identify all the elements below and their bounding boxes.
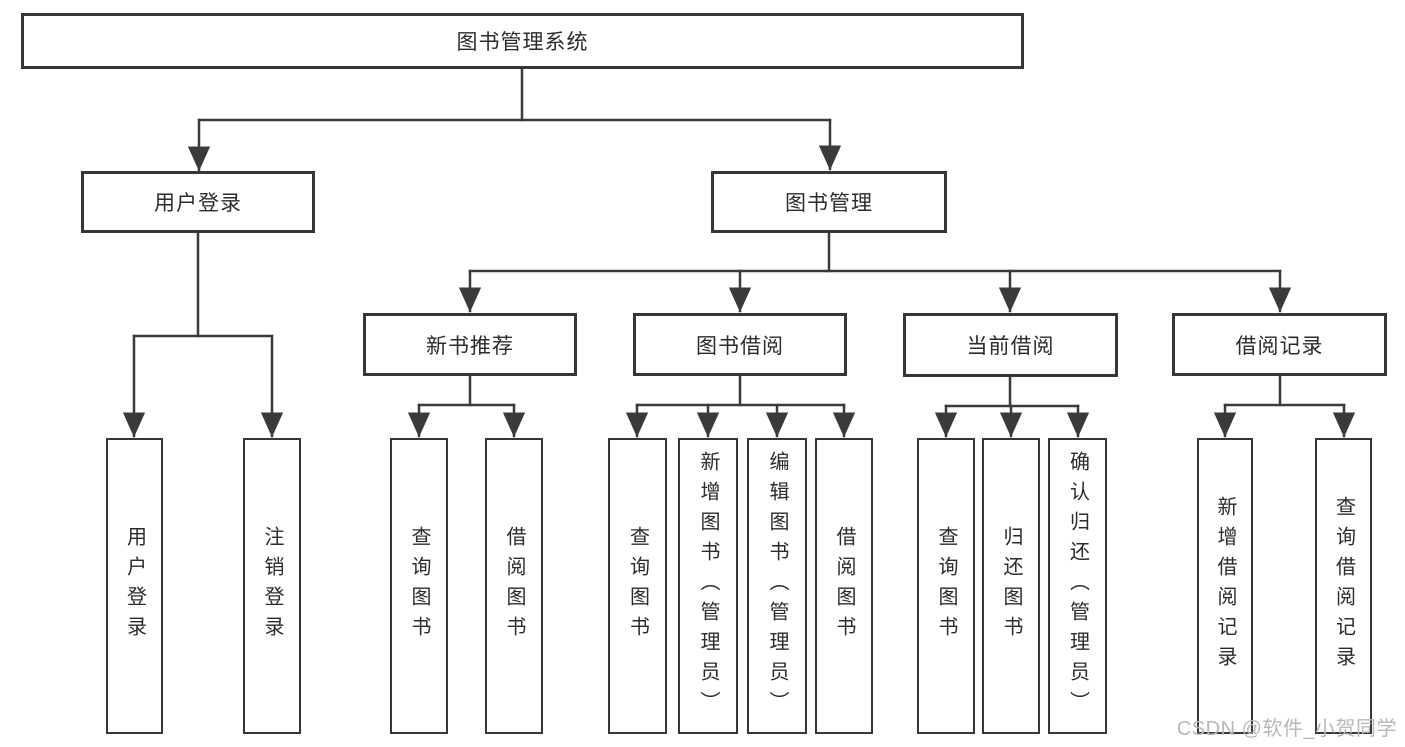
node-current-borrowing: 当前借阅 <box>903 313 1118 377</box>
node-borrowing-records: 借阅记录 <box>1172 313 1387 376</box>
leaf-rec-borrow-books-label: 借阅图书 <box>503 526 525 646</box>
leaf-edit-books-admin: 编辑图书（管理员） <box>747 438 807 734</box>
leaf-user-login-label: 用户登录 <box>123 526 146 646</box>
leaf-current-query-books: 查询图书 <box>917 438 975 734</box>
leaf-borrow-books-label: 借阅图书 <box>833 526 855 646</box>
leaf-add-books-admin: 新增图书（管理员） <box>678 438 738 734</box>
node-borrowing-records-label: 借阅记录 <box>1235 334 1324 358</box>
leaf-return-books-label: 归还图书 <box>1000 526 1022 646</box>
leaf-query-borrow-record: 查询借阅记录 <box>1315 438 1372 734</box>
leaf-user-login: 用户登录 <box>106 438 163 734</box>
leaf-rec-query-books-label: 查询图书 <box>408 526 430 646</box>
leaf-rec-query-books: 查询图书 <box>390 438 448 734</box>
leaf-return-books: 归还图书 <box>982 438 1040 734</box>
node-user-login: 用户登录 <box>81 171 315 233</box>
leaf-borrow-query-books: 查询图书 <box>608 438 667 734</box>
node-new-book-recommend-label: 新书推荐 <box>426 334 514 358</box>
leaf-confirm-return-admin-label: 确认归还（管理员） <box>1066 451 1089 721</box>
leaf-borrow-books: 借阅图书 <box>815 438 873 734</box>
node-book-borrowing-label: 图书借阅 <box>696 334 784 358</box>
leaf-logout: 注销登录 <box>243 438 301 734</box>
node-new-book-recommend: 新书推荐 <box>363 313 577 376</box>
leaf-edit-books-admin-label: 编辑图书（管理员） <box>766 451 788 721</box>
leaf-add-borrow-record-label: 新增借阅记录 <box>1214 496 1236 676</box>
leaf-logout-label: 注销登录 <box>261 526 283 646</box>
node-root-system-label: 图书管理系统 <box>456 31 589 54</box>
leaf-rec-borrow-books: 借阅图书 <box>485 438 543 734</box>
node-current-borrowing-label: 当前借阅 <box>966 335 1055 358</box>
leaf-add-borrow-record: 新增借阅记录 <box>1197 438 1253 734</box>
leaf-query-borrow-record-label: 查询借阅记录 <box>1332 496 1355 676</box>
leaf-add-books-admin-label: 新增图书（管理员） <box>697 451 719 721</box>
node-root-system: 图书管理系统 <box>21 13 1024 69</box>
node-book-management: 图书管理 <box>711 171 947 233</box>
leaf-borrow-query-books-label: 查询图书 <box>626 526 649 646</box>
node-book-borrowing: 图书借阅 <box>633 313 847 376</box>
leaf-current-query-books-label: 查询图书 <box>935 526 957 646</box>
node-user-login-label: 用户登录 <box>154 192 242 215</box>
leaf-confirm-return-admin: 确认归还（管理员） <box>1048 438 1107 734</box>
node-book-management-label: 图书管理 <box>785 192 873 215</box>
